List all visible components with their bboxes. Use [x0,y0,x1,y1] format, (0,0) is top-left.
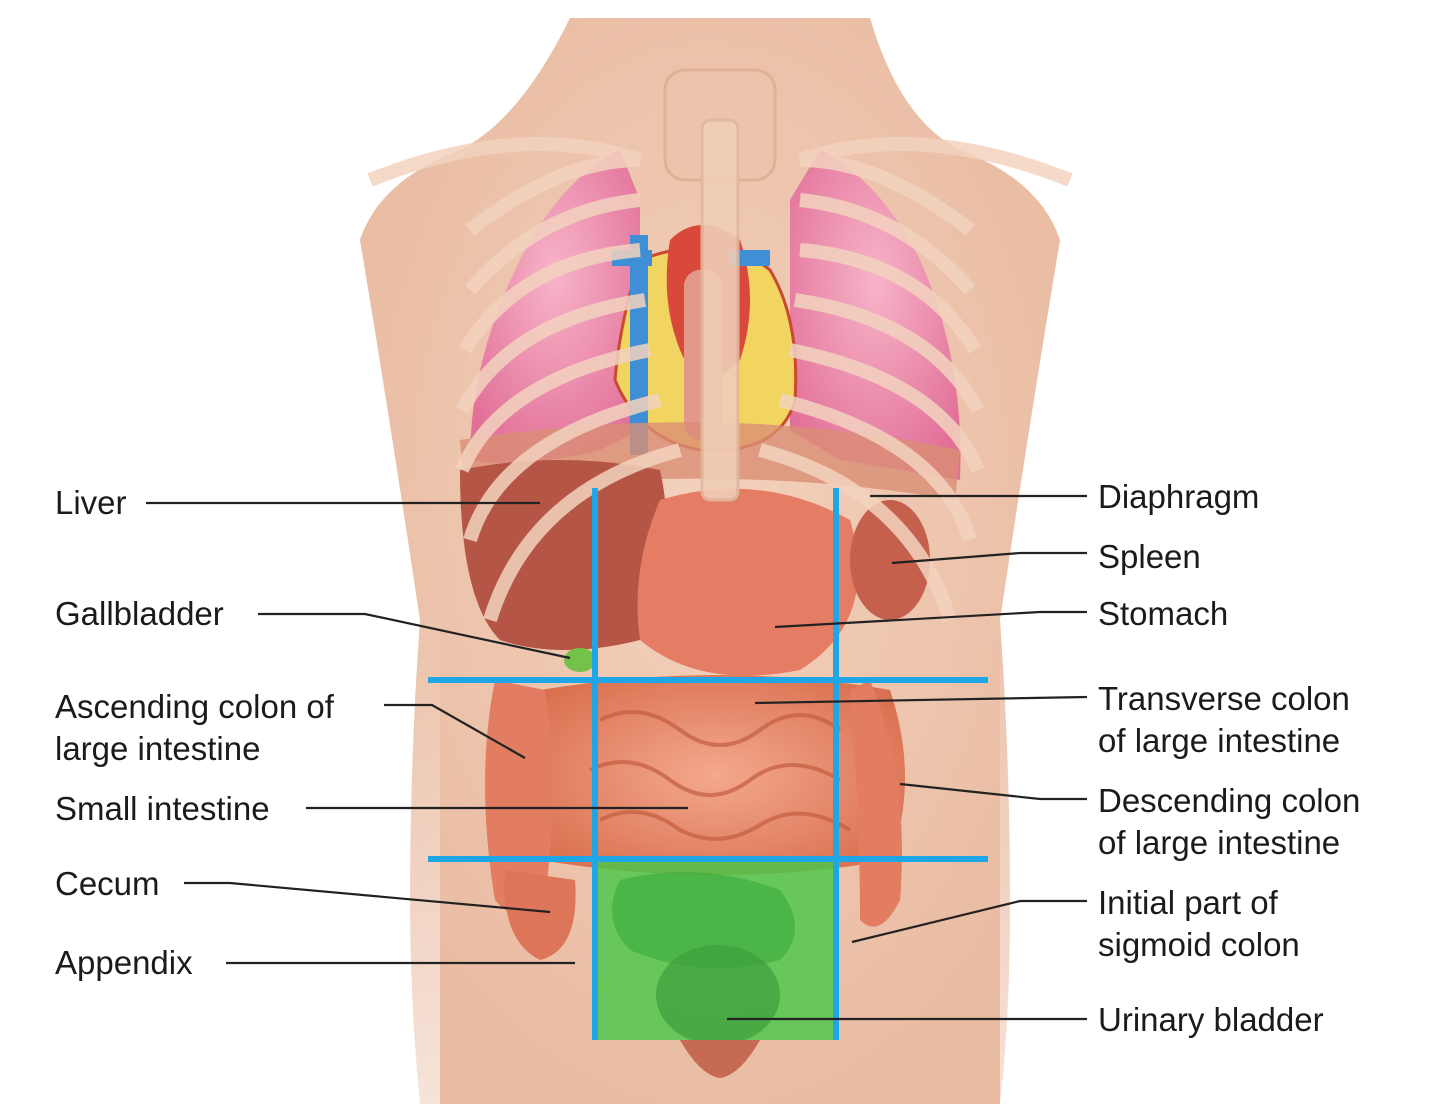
label-descending-colon-line1: Descending colon [1098,782,1360,819]
label-urinary-bladder: Urinary bladder [1098,1001,1324,1038]
label-diaphragm: Diaphragm [1098,478,1259,515]
spleen [850,500,930,620]
sigmoid-loops [612,872,795,968]
label-small-intestine: Small intestine [55,790,270,827]
label-appendix: Appendix [55,944,193,981]
abdominal-region-grid [428,488,988,1040]
bladder-lower [680,1040,760,1078]
label-ascending-colon-line1: Ascending colon of [55,688,335,725]
gallbladder [564,648,596,672]
label-gallbladder: Gallbladder [55,595,224,632]
label-transverse-colon-line2: of large intestine [1098,722,1340,759]
label-sigmoid-colon-line1: Initial part of [1098,884,1279,921]
label-cecum: Cecum [55,865,160,902]
right-lung [470,150,640,464]
liver [460,460,667,650]
stomach [637,488,859,676]
cecum [504,870,576,960]
label-sigmoid-colon-line2: sigmoid colon [1098,926,1300,963]
urinary-bladder [656,945,780,1045]
sternum [700,118,740,502]
intestine-loops [589,710,852,841]
rib-cage [367,137,1073,623]
label-ascending-colon-line2: large intestine [55,730,260,767]
leader-lines [146,494,1088,1021]
small-intestine [525,675,905,875]
label-transverse-colon-line1: Transverse colon [1098,680,1350,717]
descending-colon [850,680,902,927]
pulmonary-vessel [730,250,770,266]
label-descending-colon-line2: of large intestine [1098,824,1340,861]
label-stomach: Stomach [1098,595,1228,632]
label-spleen: Spleen [1098,538,1201,575]
label-liver: Liver [55,484,127,521]
